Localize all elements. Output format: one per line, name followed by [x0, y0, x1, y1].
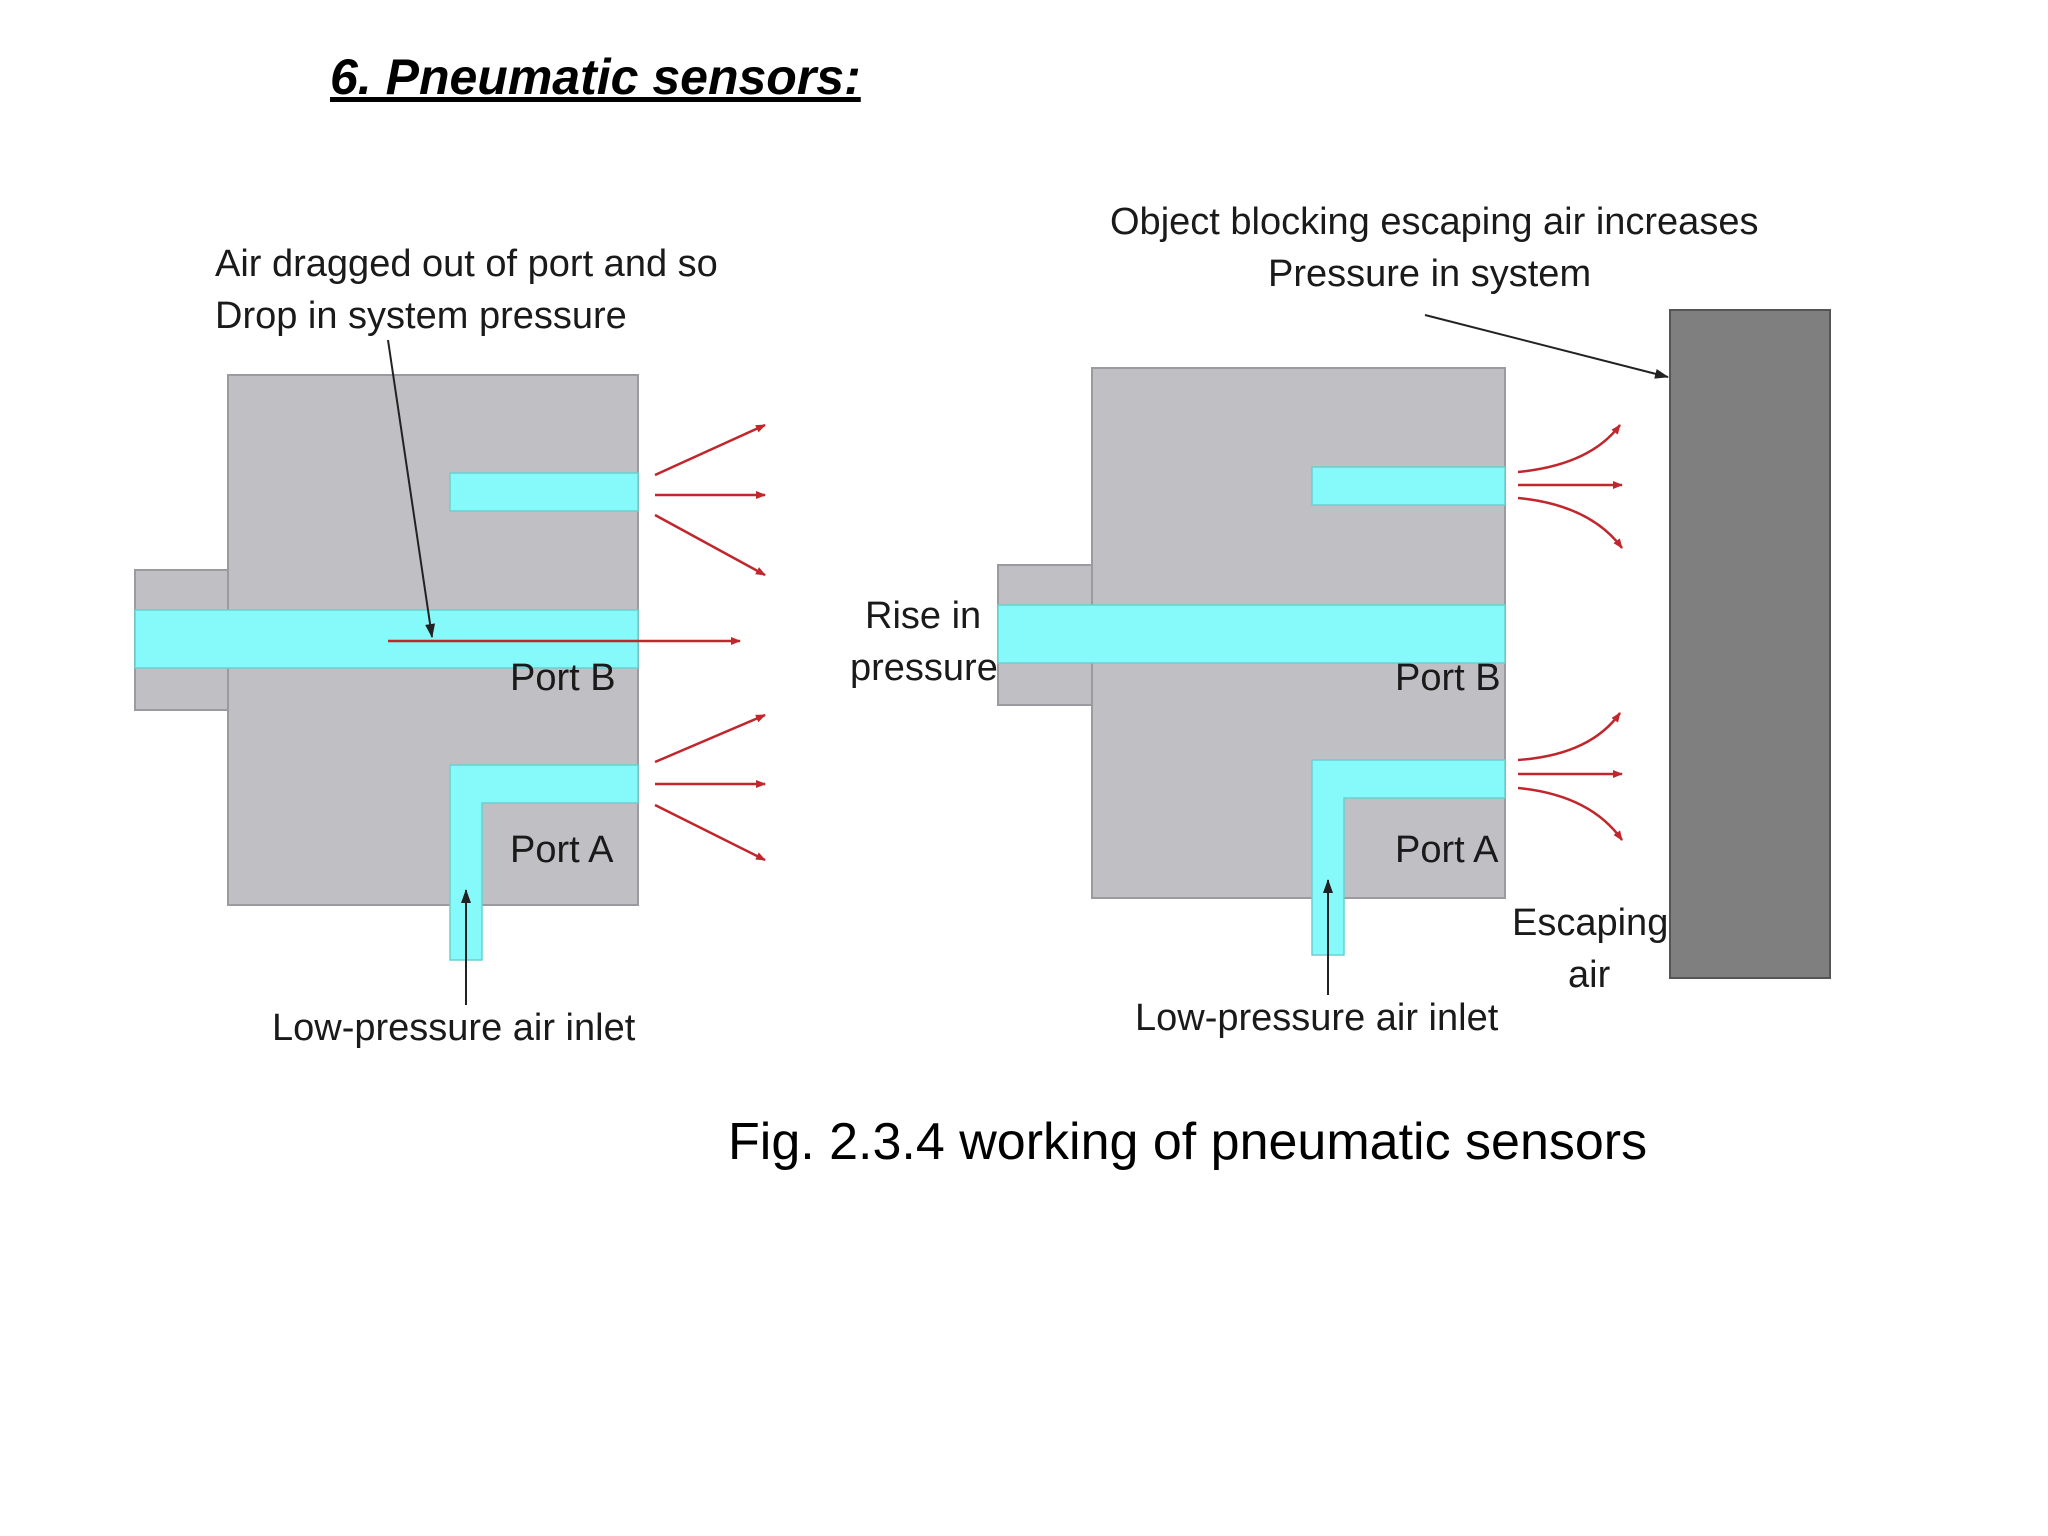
escaping-label-line1: Escaping [1512, 902, 1668, 944]
page-heading: 6. Pneumatic sensors: [330, 49, 861, 105]
left-port-a-channel [449, 764, 639, 961]
right-port-b-label: Port B [1395, 657, 1501, 699]
left-inlet-label: Low-pressure air inlet [272, 1007, 636, 1049]
left-port-a-label: Port A [510, 829, 614, 871]
rise-label-line2: pressure [850, 647, 998, 689]
right-sensor: Object blocking escaping air increases P… [850, 201, 1831, 1039]
left-note-line1: Air dragged out of port and so [215, 243, 718, 285]
right-port-a-channel [1311, 759, 1506, 956]
rise-label-line1: Rise in [865, 595, 981, 637]
right-note-line1: Object blocking escaping air increases [1110, 201, 1758, 243]
left-sensor: Air dragged out of port and so Drop in s… [134, 243, 766, 1049]
right-upper-channel [1311, 466, 1506, 506]
right-inlet-label: Low-pressure air inlet [1135, 997, 1499, 1039]
right-note-line2: Pressure in system [1268, 253, 1591, 295]
left-air-arrow-7 [654, 803, 766, 862]
left-note-leader [387, 339, 436, 638]
left-port-b-channel [134, 609, 639, 669]
left-port-b-label: Port B [510, 657, 616, 699]
left-air-arrow-3 [654, 513, 766, 577]
right-air-arrow-4 [1517, 712, 1622, 762]
right-air-arrow-6 [1517, 786, 1624, 841]
right-port-b-channel [997, 604, 1506, 664]
blocking-object [1669, 309, 1831, 979]
right-air-arrow-3 [1517, 496, 1624, 549]
right-air-arrow-1 [1517, 424, 1621, 474]
left-air-arrow-5 [654, 713, 766, 764]
left-upper-channel [449, 472, 639, 512]
left-air-arrow-1 [654, 423, 766, 477]
escaping-label-line2: air [1568, 954, 1611, 996]
right-note-leader [1424, 314, 1669, 379]
left-note-line2: Drop in system pressure [215, 295, 627, 337]
figure-caption: Fig. 2.3.4 working of pneumatic sensors [728, 1113, 1648, 1171]
right-port-a-label: Port A [1395, 829, 1499, 871]
